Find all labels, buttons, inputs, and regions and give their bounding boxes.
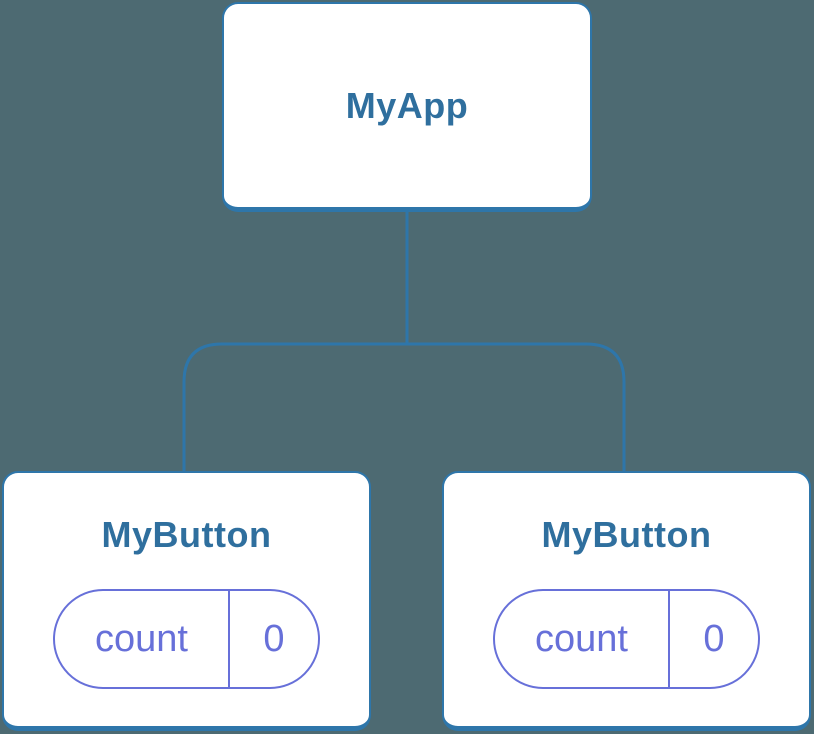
- state-key-label: count: [95, 617, 188, 660]
- state-pill: count 0: [493, 589, 760, 689]
- state-value: 0: [228, 591, 318, 687]
- tree-node-mybutton-right: MyButton count 0: [442, 471, 811, 731]
- component-label: MyButton: [541, 514, 712, 555]
- state-key-label: count: [535, 617, 628, 660]
- connector-bracket: [182, 342, 626, 472]
- state-pill: count 0: [53, 589, 320, 689]
- tree-node-myapp: MyApp: [222, 2, 592, 212]
- component-label: MyButton: [101, 514, 272, 555]
- tree-node-mybutton-left: MyButton count 0: [2, 471, 371, 731]
- state-value: 0: [668, 591, 758, 687]
- component-label: MyApp: [345, 84, 469, 126]
